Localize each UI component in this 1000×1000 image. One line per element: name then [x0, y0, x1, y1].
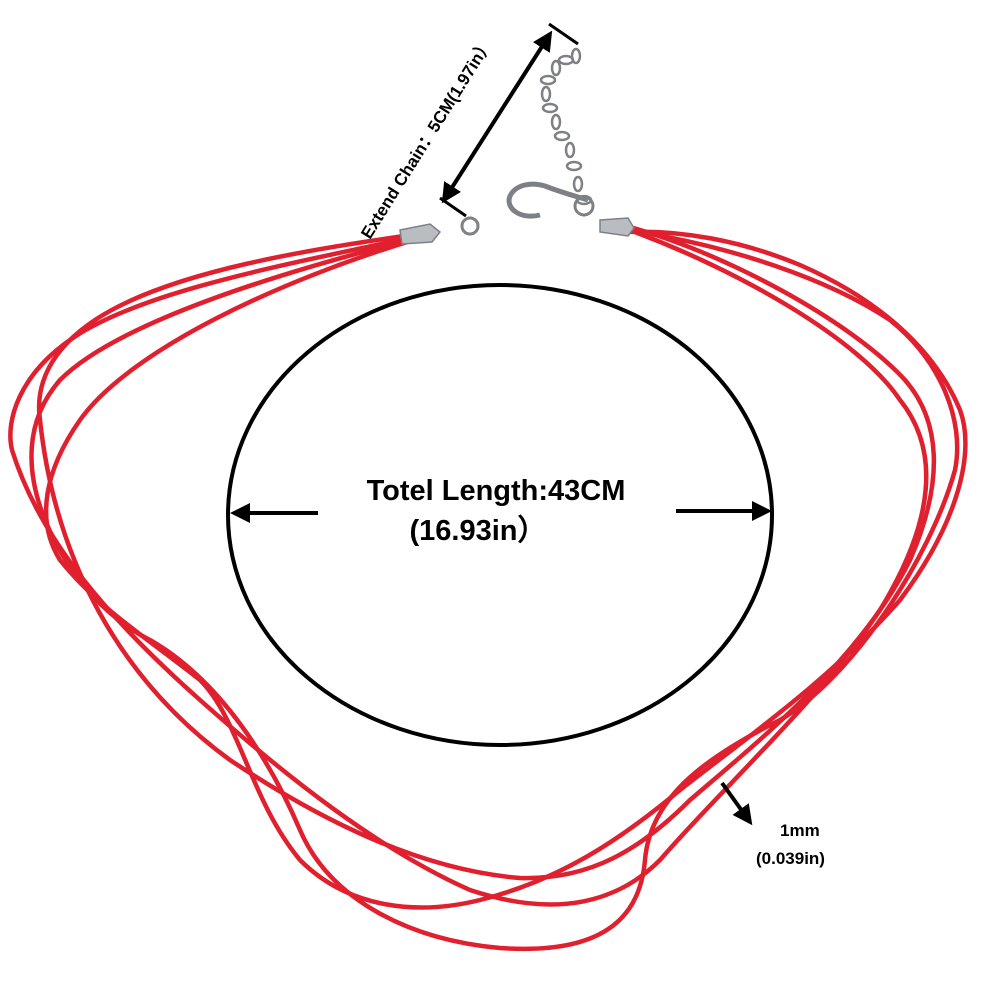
- clasp-ring: [573, 195, 595, 217]
- arrow-end-tick: [439, 196, 467, 218]
- chain-link: [553, 130, 571, 142]
- measure-oval: [226, 283, 774, 747]
- chain-link: [565, 160, 583, 172]
- cord-end-caps: [399, 217, 635, 245]
- double-arrow-icon: [441, 30, 553, 204]
- chain-link: [564, 141, 576, 159]
- right-end-cap: [599, 217, 635, 237]
- total-length-measure: Totel Length:43CM (16.93in）: [226, 283, 774, 747]
- cord-width-label: 1mm: [780, 821, 820, 840]
- red-cords: [8, 222, 968, 952]
- chain-link: [570, 47, 582, 65]
- chain-link: [572, 175, 584, 193]
- cord-width-inches: (0.039in): [756, 849, 825, 868]
- cord-width-measure: 1mm (0.039in): [720, 781, 825, 868]
- arrow-end-tick: [548, 22, 579, 46]
- cord-strand: [29, 227, 960, 952]
- total-length-label: Totel Length:43CM: [367, 475, 626, 507]
- cord-strand: [43, 229, 968, 910]
- clasp-ring: [460, 216, 480, 236]
- cord-strand: [36, 222, 937, 881]
- left-end-cap: [399, 223, 442, 245]
- total-length-inches: (16.93in）: [410, 514, 547, 547]
- arrow-diagonal-icon: [720, 781, 753, 826]
- cord-strand: [8, 225, 929, 907]
